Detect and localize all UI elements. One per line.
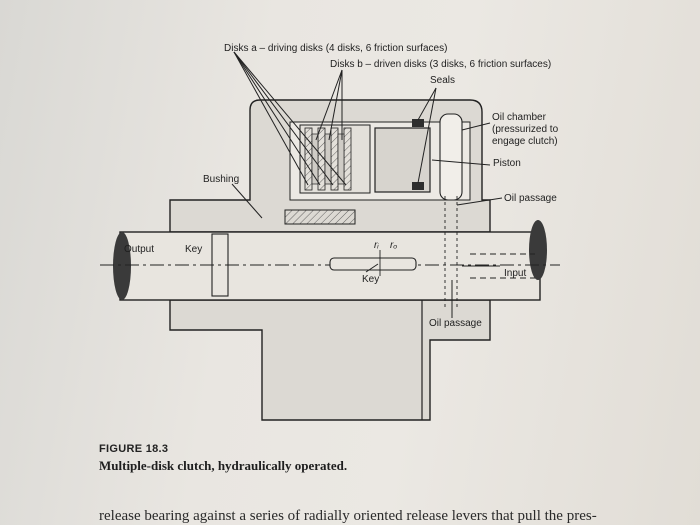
label-oil-passage-bottom: Oil passage — [429, 318, 482, 329]
label-input: Input — [504, 268, 527, 279]
bushing — [284, 209, 356, 225]
label-disks-b: Disks b – driven disks (3 disks, 6 frict… — [330, 59, 552, 70]
label-oil-passage-top: Oil passage — [504, 193, 557, 204]
left-key-slot — [211, 233, 229, 297]
label-output: Output — [124, 244, 155, 255]
lower-housing — [169, 299, 491, 421]
label-key-left: Key — [185, 244, 203, 255]
body-text-line: release bearing against a series of radi… — [99, 508, 597, 524]
oil-chamber — [439, 113, 463, 201]
center-key — [329, 257, 417, 271]
piston — [374, 127, 431, 193]
input-shaft-dashes — [470, 253, 535, 279]
seal-bottom — [412, 182, 424, 190]
label-oil-chamber-1: Oil chamber — [492, 112, 546, 123]
label-ri: rᵢ — [374, 240, 379, 251]
leader-lines — [231, 51, 503, 318]
disk-pack — [299, 124, 371, 194]
figure-number: FIGURE 18.3 — [99, 443, 169, 455]
label-piston: Piston — [493, 158, 521, 169]
label-oil-chamber-3: engage clutch) — [492, 136, 558, 147]
output-shaft-end — [113, 232, 131, 300]
input-shaft-end — [529, 220, 547, 280]
label-ro: rₒ — [390, 240, 398, 251]
seal-top — [412, 119, 424, 127]
label-key-center: Key — [362, 274, 380, 285]
label-seals: Seals — [430, 75, 456, 86]
label-bushing: Bushing — [203, 174, 240, 185]
label-oil-chamber-2: (pressurized to — [492, 124, 559, 135]
figure-caption: Multiple-disk clutch, hydraulically oper… — [99, 458, 348, 473]
label-disks-a: Disks a – driving disks (4 disks, 6 fric… — [224, 43, 448, 54]
